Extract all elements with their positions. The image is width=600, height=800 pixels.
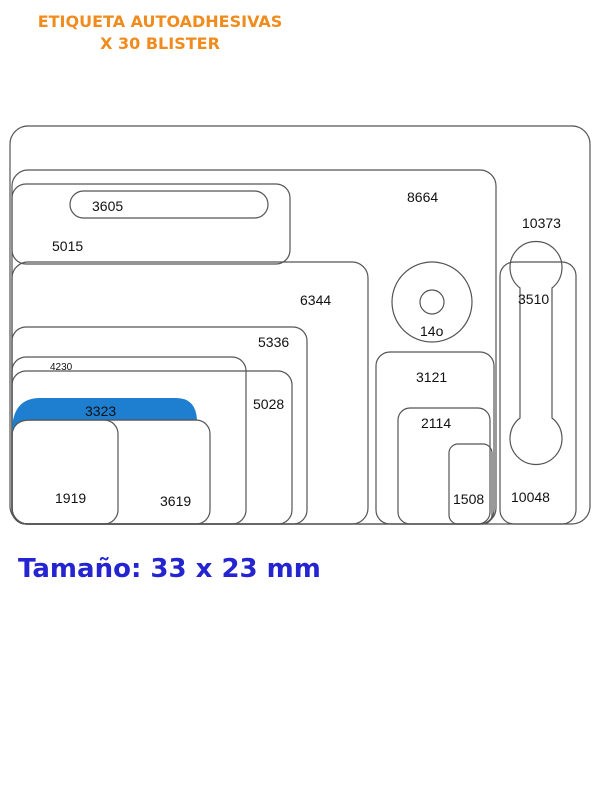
label-size-diagram: 8664 10373 3605 5015 6344 14o 3510 5336 … <box>9 125 591 525</box>
label-4230: 4230 <box>50 362 73 373</box>
label-5336: 5336 <box>258 334 289 350</box>
label-1919: 1919 <box>55 490 86 506</box>
shape-3510 <box>509 240 563 466</box>
label-3605: 3605 <box>92 198 123 214</box>
title-line-1: ETIQUETA AUTOADHESIVAS <box>37 12 283 31</box>
label-10373: 10373 <box>522 215 561 231</box>
shape-4230 <box>11 356 247 525</box>
title-line-2: X 30 BLISTER <box>100 34 220 53</box>
shape-14o-outer <box>391 261 473 343</box>
label-8664: 8664 <box>407 189 438 205</box>
shape-10373 <box>9 125 591 525</box>
label-3323: 3323 <box>85 403 116 419</box>
label-3510: 3510 <box>518 291 549 307</box>
label-3619: 3619 <box>160 493 191 509</box>
shape-1508 <box>448 443 493 525</box>
highlight-3323 <box>12 398 197 434</box>
shape-5028 <box>11 370 293 525</box>
shape-3605 <box>69 190 269 219</box>
shape-2114 <box>397 407 491 525</box>
shape-14o-inner <box>419 289 445 315</box>
label-10048: 10048 <box>511 489 550 505</box>
label-3121: 3121 <box>416 369 447 385</box>
shape-10048 <box>499 261 577 525</box>
size-caption: Tamaño: 33 x 23 mm <box>18 554 321 584</box>
label-2114: 2114 <box>421 415 451 431</box>
label-5015: 5015 <box>52 238 83 254</box>
label-6344: 6344 <box>300 292 331 308</box>
shape-5015 <box>11 183 291 265</box>
highlight-3323-edge <box>11 419 197 435</box>
label-1508: 1508 <box>453 491 484 507</box>
label-14o: 14o <box>420 323 444 339</box>
shape-1919 <box>11 419 119 525</box>
label-5028: 5028 <box>253 396 284 412</box>
shape-8664 <box>11 169 497 525</box>
